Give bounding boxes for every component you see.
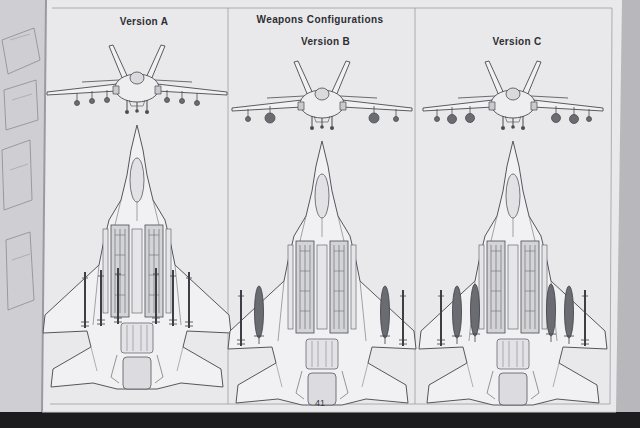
panel-heading: Version C (415, 36, 619, 47)
page-number: 41 (315, 398, 325, 408)
panel-heading: Version A (52, 16, 236, 27)
page-title: Weapons Configurations (257, 14, 384, 25)
version-panel: Version C (415, 12, 619, 404)
version-panel: Version B (228, 12, 423, 404)
panel-heading: Version B (228, 36, 423, 47)
version-panel: Version A (52, 12, 236, 404)
